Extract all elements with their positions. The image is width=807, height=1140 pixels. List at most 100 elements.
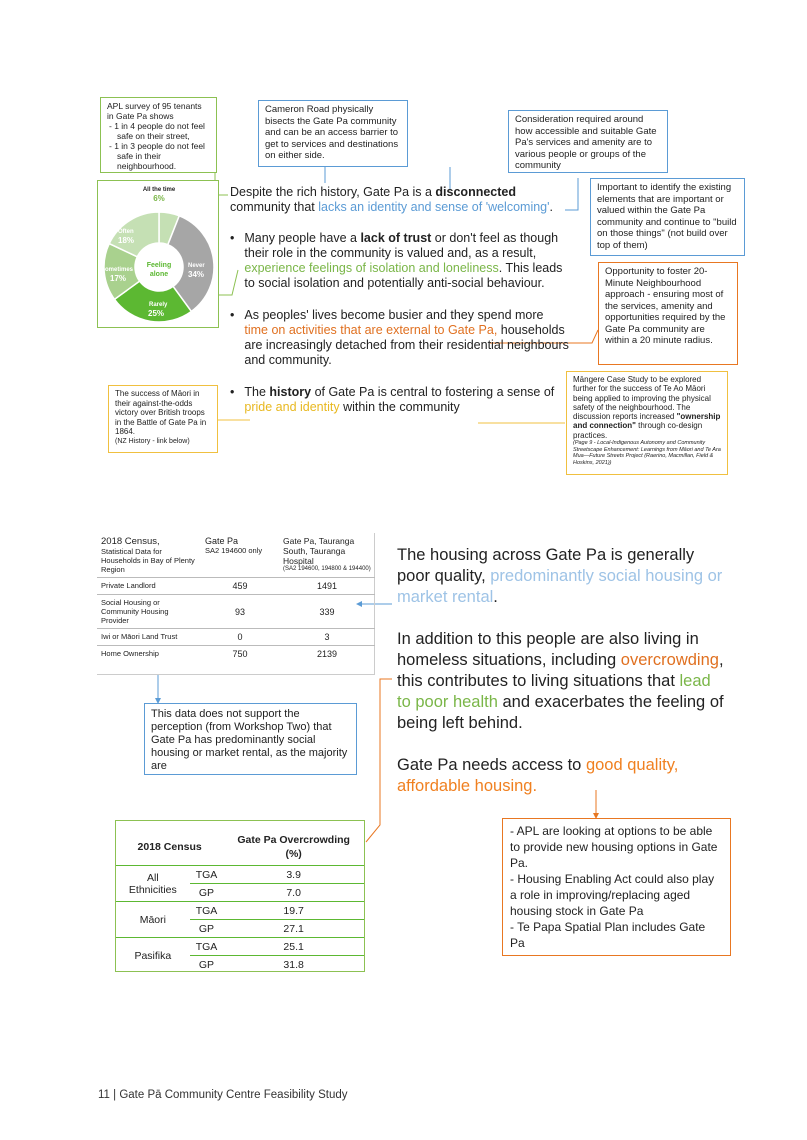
nz-history-reference: (NZ History - link below) <box>115 437 190 445</box>
census-header-3-sub: (SA2 194600, 194800 & 194400) <box>283 566 371 572</box>
survey-intro: APL survey of 95 tenants in Gate Pa show… <box>107 101 202 121</box>
label-rarely: Rarely <box>149 302 168 308</box>
census-header-1: 2018 Census, <box>101 536 160 547</box>
consideration-box: Consideration required around how access… <box>508 110 668 173</box>
b3-bold: history <box>269 385 312 399</box>
b1-text-b: or don't feel as though their role in th… <box>244 231 559 260</box>
housing-p2-text-c: and exacerbates the feeling of being lef… <box>397 693 724 732</box>
b2-text: As peoples' lives become busier and they… <box>244 308 544 322</box>
b2-text-b: households are increasingly detached fro… <box>244 323 569 367</box>
overcrowd-header-2: Gate Pa Overcrowding (%) <box>223 829 364 866</box>
mangere-reference: (Page 9 - Local-Indigenous Autonomy and … <box>573 440 721 466</box>
apl-housing-box: - APL are looking at options to be able … <box>502 818 731 956</box>
value-never: 34% <box>188 270 205 279</box>
page-footer: 11 | Gate Pā Community Centre Feasibilit… <box>98 1089 348 1101</box>
area-label: TGA <box>189 901 224 920</box>
area-label: GP <box>189 883 224 902</box>
census-cell: 3 <box>279 628 375 646</box>
value-all-the-time: 6% <box>153 194 165 203</box>
table-row: 2018 Census Gate Pa Overcrowding (%) <box>116 829 364 866</box>
overcrowding-table-box: 2018 Census Gate Pa Overcrowding (%) All… <box>115 820 365 972</box>
ethnicity-label: Pasifika <box>134 949 172 962</box>
overcrowd-value: 31.8 <box>283 958 304 971</box>
important-box: Important to identify the existing eleme… <box>590 178 745 256</box>
maori-victory-box: The success of Māori in their against-th… <box>108 385 218 453</box>
overcrowd-value: 7.0 <box>223 883 364 902</box>
housing-p1-highlight: predominantly social housing or market r… <box>397 567 723 606</box>
area-label: TGA <box>189 865 224 884</box>
census-table: 2018 Census,Statistical Data for Househo… <box>97 533 375 662</box>
b3-text-c: within the community <box>339 400 460 414</box>
intro-text-b: community that <box>230 200 319 214</box>
b1-text-c: . This leads to social isolation and pot… <box>244 261 563 290</box>
mangere-bold: "ownership and connection" <box>573 412 721 431</box>
feeling-alone-chart-box: All the time 6% Never 34% Rarely 25% Som… <box>97 180 219 328</box>
census-cell: 0 <box>201 628 279 646</box>
apl-item: - APL are looking at options to be able … <box>510 824 718 870</box>
value-often: 18% <box>118 236 135 245</box>
census-cell: 750 <box>232 649 248 659</box>
b1-highlight: experience feelings of isolation and lon… <box>244 261 499 275</box>
b3-text-b: of Gate Pa is central to fostering a sen… <box>311 385 555 399</box>
overcrowd-value: 19.7 <box>223 901 364 920</box>
label-often: Often <box>118 229 134 235</box>
housing-p1-text: The housing across Gate Pa is generally … <box>397 546 695 585</box>
ethnicity-label: All Ethnicities <box>116 865 190 902</box>
mangere-case-study-box: Māngere Case Study to be explored furthe… <box>566 371 728 475</box>
housing-paragraph-2: In addition to this people are also livi… <box>397 629 727 734</box>
ethnicity-label: Māori <box>116 901 190 938</box>
survey-item: 1 in 4 people do not feel safe on their … <box>114 121 210 141</box>
housing-p3-text: Gate Pa needs access to <box>397 756 586 774</box>
housing-p2-highlight-2: lead to poor health <box>397 672 711 711</box>
housing-p2-text-b: , this contributes to living situations … <box>397 651 724 690</box>
donut-slice-often <box>108 211 160 258</box>
b2-highlight: time on activities that are external to … <box>244 323 498 337</box>
housing-p1-end: . <box>493 588 498 606</box>
census-cell: 459 <box>201 577 279 595</box>
donut-center-label: Feeling alone <box>146 262 172 278</box>
survey-item: 1 in 3 people do not feel safe in their … <box>114 141 210 171</box>
label-never: Never <box>188 263 205 269</box>
main-text: Despite the rich history, Gate Pa is a d… <box>230 185 570 415</box>
census-cell: 1491 <box>279 577 375 595</box>
census-table-box: 2018 Census,Statistical Data for Househo… <box>97 533 375 675</box>
intro-text: Despite the rich history, Gate Pa is a <box>230 185 436 199</box>
table-row: Social Housing or Community Housing Prov… <box>97 594 375 629</box>
value-sometimes: 17% <box>110 274 127 283</box>
survey-list: 1 in 4 people do not feel safe on their … <box>107 121 210 171</box>
b3-text: The <box>244 385 270 399</box>
label-all-the-time: All the time <box>142 187 176 193</box>
intro-paragraph: Despite the rich history, Gate Pa is a d… <box>230 185 570 215</box>
bullet-history: •The history of Gate Pa is central to fo… <box>230 385 555 414</box>
mangere-text: Māngere Case Study to be explored furthe… <box>573 375 711 422</box>
b1-bold: lack of trust <box>360 231 432 245</box>
table-row: 2018 Census,Statistical Data for Househo… <box>97 533 375 578</box>
overcrowd-header-1: 2018 Census <box>116 829 224 866</box>
feeling-alone-donut-chart <box>103 211 215 323</box>
census-cell: 93 <box>201 594 279 629</box>
census-cell: 2139 <box>316 649 338 659</box>
census-header-2-sub: SA2 194600 only <box>205 546 263 555</box>
opportunity-box: Opportunity to foster 20-Minute Neighbou… <box>598 262 738 365</box>
census-row-label: Private Landlord <box>97 577 201 595</box>
census-row-label: Social Housing or Community Housing Prov… <box>97 594 201 629</box>
data-note-box: This data does not support the perceptio… <box>144 703 357 775</box>
area-label: TGA <box>189 937 224 956</box>
housing-paragraph-3: Gate Pa needs access to good quality, af… <box>397 755 727 797</box>
bullet-busier: •As peoples' lives become busier and the… <box>230 308 569 367</box>
housing-p2-highlight-1: overcrowding <box>620 651 719 669</box>
donut-slice-never <box>166 214 215 313</box>
label-sometimes: Sometimes <box>101 267 134 273</box>
intro-highlight: lacks an identity and sense of 'welcomin… <box>318 200 550 214</box>
overcrowd-value: 27.1 <box>223 919 364 938</box>
housing-p2-text: In addition to this people are also livi… <box>397 630 699 669</box>
cameron-road-box: Cameron Road physically bisects the Gate… <box>258 100 408 167</box>
maori-victory-text: The success of Māori in their against-th… <box>115 389 207 436</box>
